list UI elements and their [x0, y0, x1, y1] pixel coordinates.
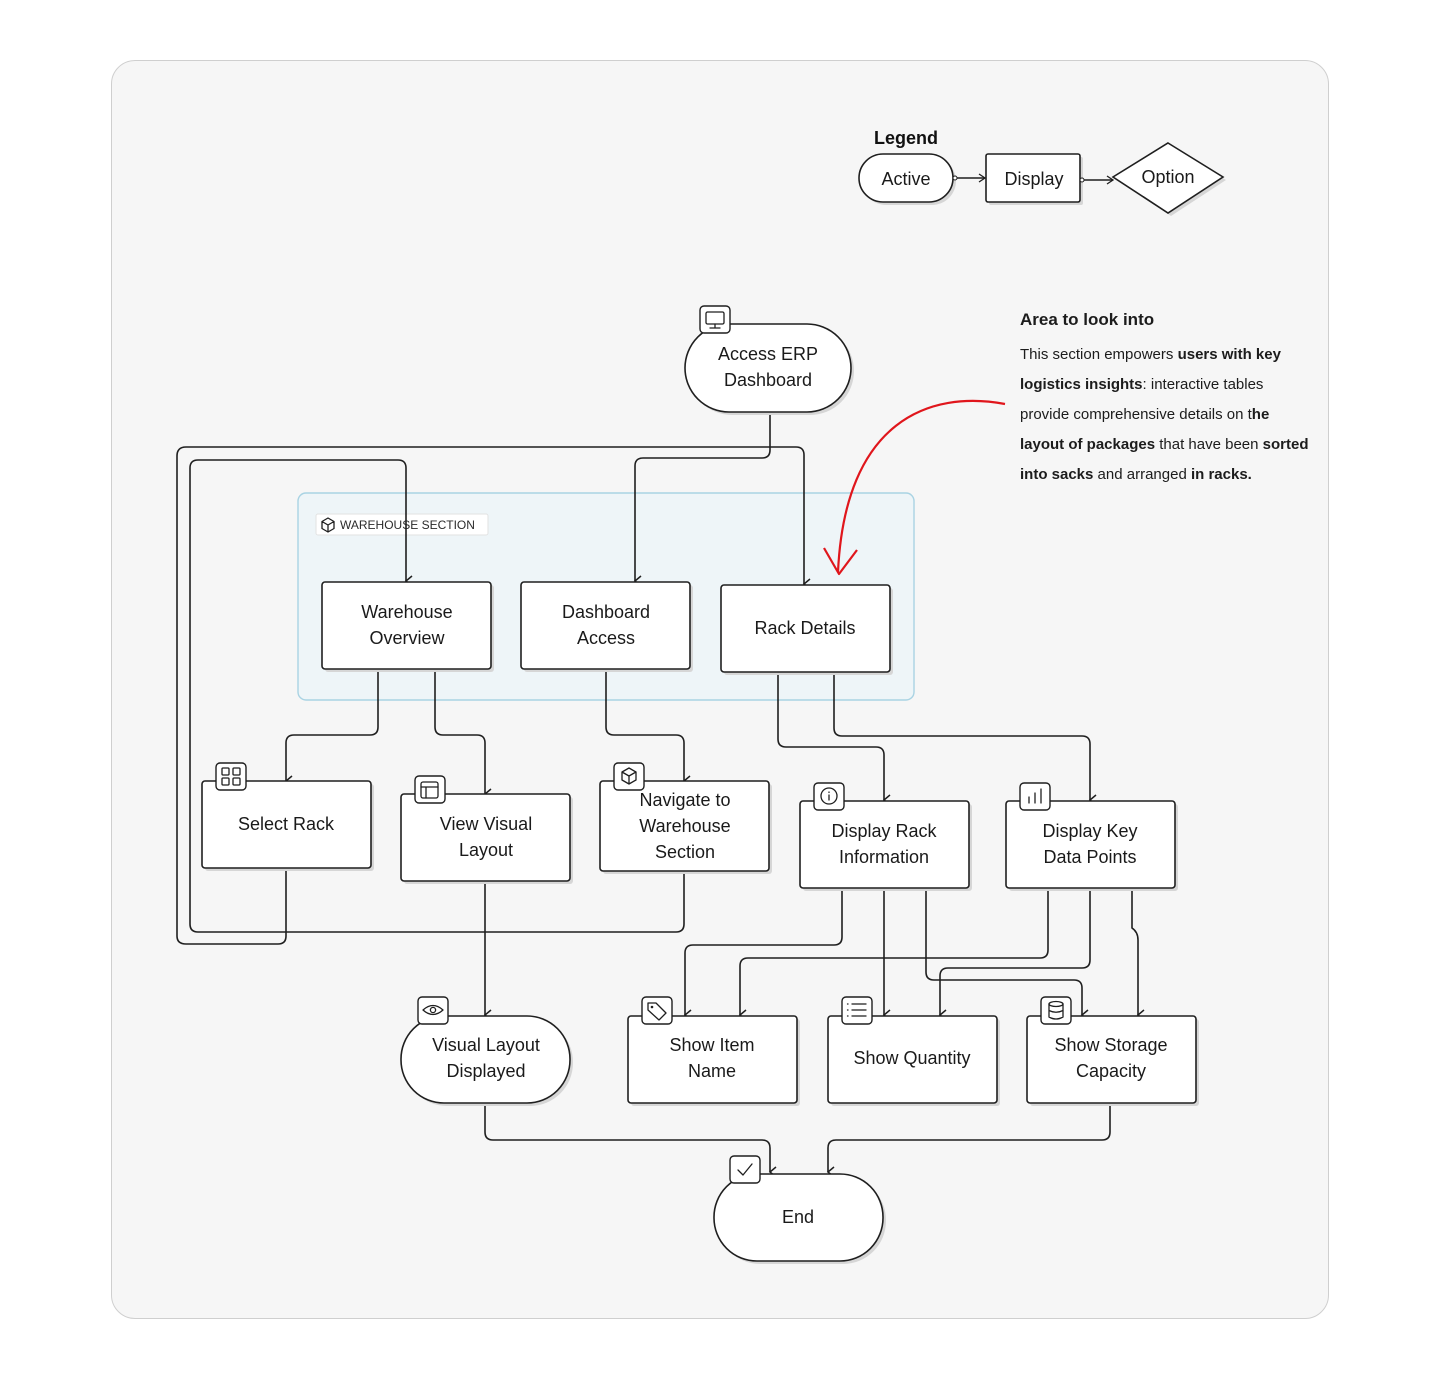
legend-active-label: Active [881, 169, 930, 189]
layout-icon [414, 775, 446, 804]
note-bold-1: users with key logistics insights [1020, 346, 1281, 393]
note-text-4: and arranged [1093, 466, 1191, 483]
warehouse-overview-line1: Warehouse [361, 602, 452, 622]
note-text-3: that have been [1155, 436, 1263, 453]
show-quantity-line1: Show Quantity [853, 1048, 970, 1068]
list-icon [841, 996, 873, 1025]
annotation-arrow [823, 399, 1006, 576]
visual-layout-displayed-line2: Displayed [446, 1061, 525, 1081]
rack-details-line1: Rack Details [754, 618, 855, 638]
grid-icon [215, 762, 247, 791]
note-text-1: This section empowers [1020, 346, 1178, 363]
view-visual-layout-line2: Layout [459, 840, 513, 860]
annotation-note: Area to look into This section empowers … [1020, 310, 1310, 490]
note-title: Area to look into [1020, 310, 1155, 329]
check-icon [729, 1155, 761, 1184]
show-storage-line2: Capacity [1076, 1061, 1146, 1081]
navigate-line3: Section [655, 842, 715, 862]
node-show-quantity[interactable]: Show Quantity [827, 996, 1000, 1106]
legend-title: Legend [874, 128, 938, 148]
node-dashboard-access[interactable]: Dashboard Access [520, 581, 693, 672]
dashboard-access-line2: Access [577, 628, 635, 648]
database-icon [1040, 996, 1072, 1025]
node-navigate-warehouse-section[interactable]: Navigate to Warehouse Section [599, 762, 772, 874]
node-warehouse-overview[interactable]: Warehouse Overview [321, 581, 494, 672]
view-visual-layout-line1: View Visual [440, 814, 532, 834]
legend: Legend Active Display Option [858, 128, 1226, 216]
access-erp-line1: Access ERP [718, 344, 818, 364]
display-rack-info-line1: Display Rack [831, 821, 937, 841]
node-access-erp-dashboard[interactable]: Access ERP Dashboard [684, 305, 854, 415]
note-bold-2: he layout of packages [1020, 406, 1270, 453]
show-storage-line1: Show Storage [1054, 1035, 1167, 1055]
node-display-rack-information[interactable]: Display Rack Information [799, 782, 972, 891]
navigate-line2: Warehouse [639, 816, 730, 836]
warehouse-overview-line2: Overview [369, 628, 445, 648]
node-rack-details[interactable]: Rack Details [720, 584, 893, 675]
node-show-item-name[interactable]: Show Item Name [627, 996, 800, 1106]
group-title: WAREHOUSE SECTION [340, 518, 475, 532]
display-rack-info-line2: Information [839, 847, 929, 867]
access-erp-line2: Dashboard [724, 370, 812, 390]
legend-display-label: Display [1004, 169, 1063, 189]
node-show-storage-capacity[interactable]: Show Storage Capacity [1026, 996, 1199, 1106]
node-visual-layout-displayed[interactable]: Visual Layout Displayed [400, 996, 573, 1106]
note-body: This section empowers users with key log… [1020, 340, 1310, 490]
end-line1: End [782, 1207, 814, 1227]
navigate-line1: Navigate to [639, 790, 730, 810]
cube-icon [613, 762, 645, 791]
tag-icon [641, 996, 673, 1025]
show-item-name-line2: Name [688, 1061, 736, 1081]
edges [176, 415, 1145, 1178]
legend-option-label: Option [1141, 167, 1194, 187]
eye-icon [417, 996, 449, 1025]
dashboard-access-line1: Dashboard [562, 602, 650, 622]
info-icon [813, 782, 845, 811]
legend-display-shape [985, 153, 1081, 203]
note-bold-4: in racks. [1190, 466, 1252, 483]
node-end[interactable]: End [713, 1155, 886, 1264]
note-bold-3: sorted into sacks [1020, 436, 1309, 483]
monitor-icon [699, 305, 731, 334]
visual-layout-displayed-line1: Visual Layout [432, 1035, 540, 1055]
node-view-visual-layout[interactable]: View Visual Layout [400, 775, 573, 884]
cube-icon [321, 517, 335, 533]
display-key-data-line2: Data Points [1043, 847, 1136, 867]
note-text-2: : interactive tables provide comprehensi… [1020, 376, 1264, 423]
legend-option-shape [1111, 142, 1225, 214]
node-select-rack[interactable]: Select Rack [201, 762, 374, 871]
show-item-name-line1: Show Item [669, 1035, 754, 1055]
display-key-data-line1: Display Key [1042, 821, 1137, 841]
select-rack-line1: Select Rack [238, 814, 335, 834]
bar-chart-icon [1019, 782, 1051, 811]
node-display-key-data-points[interactable]: Display Key Data Points [1005, 782, 1178, 891]
